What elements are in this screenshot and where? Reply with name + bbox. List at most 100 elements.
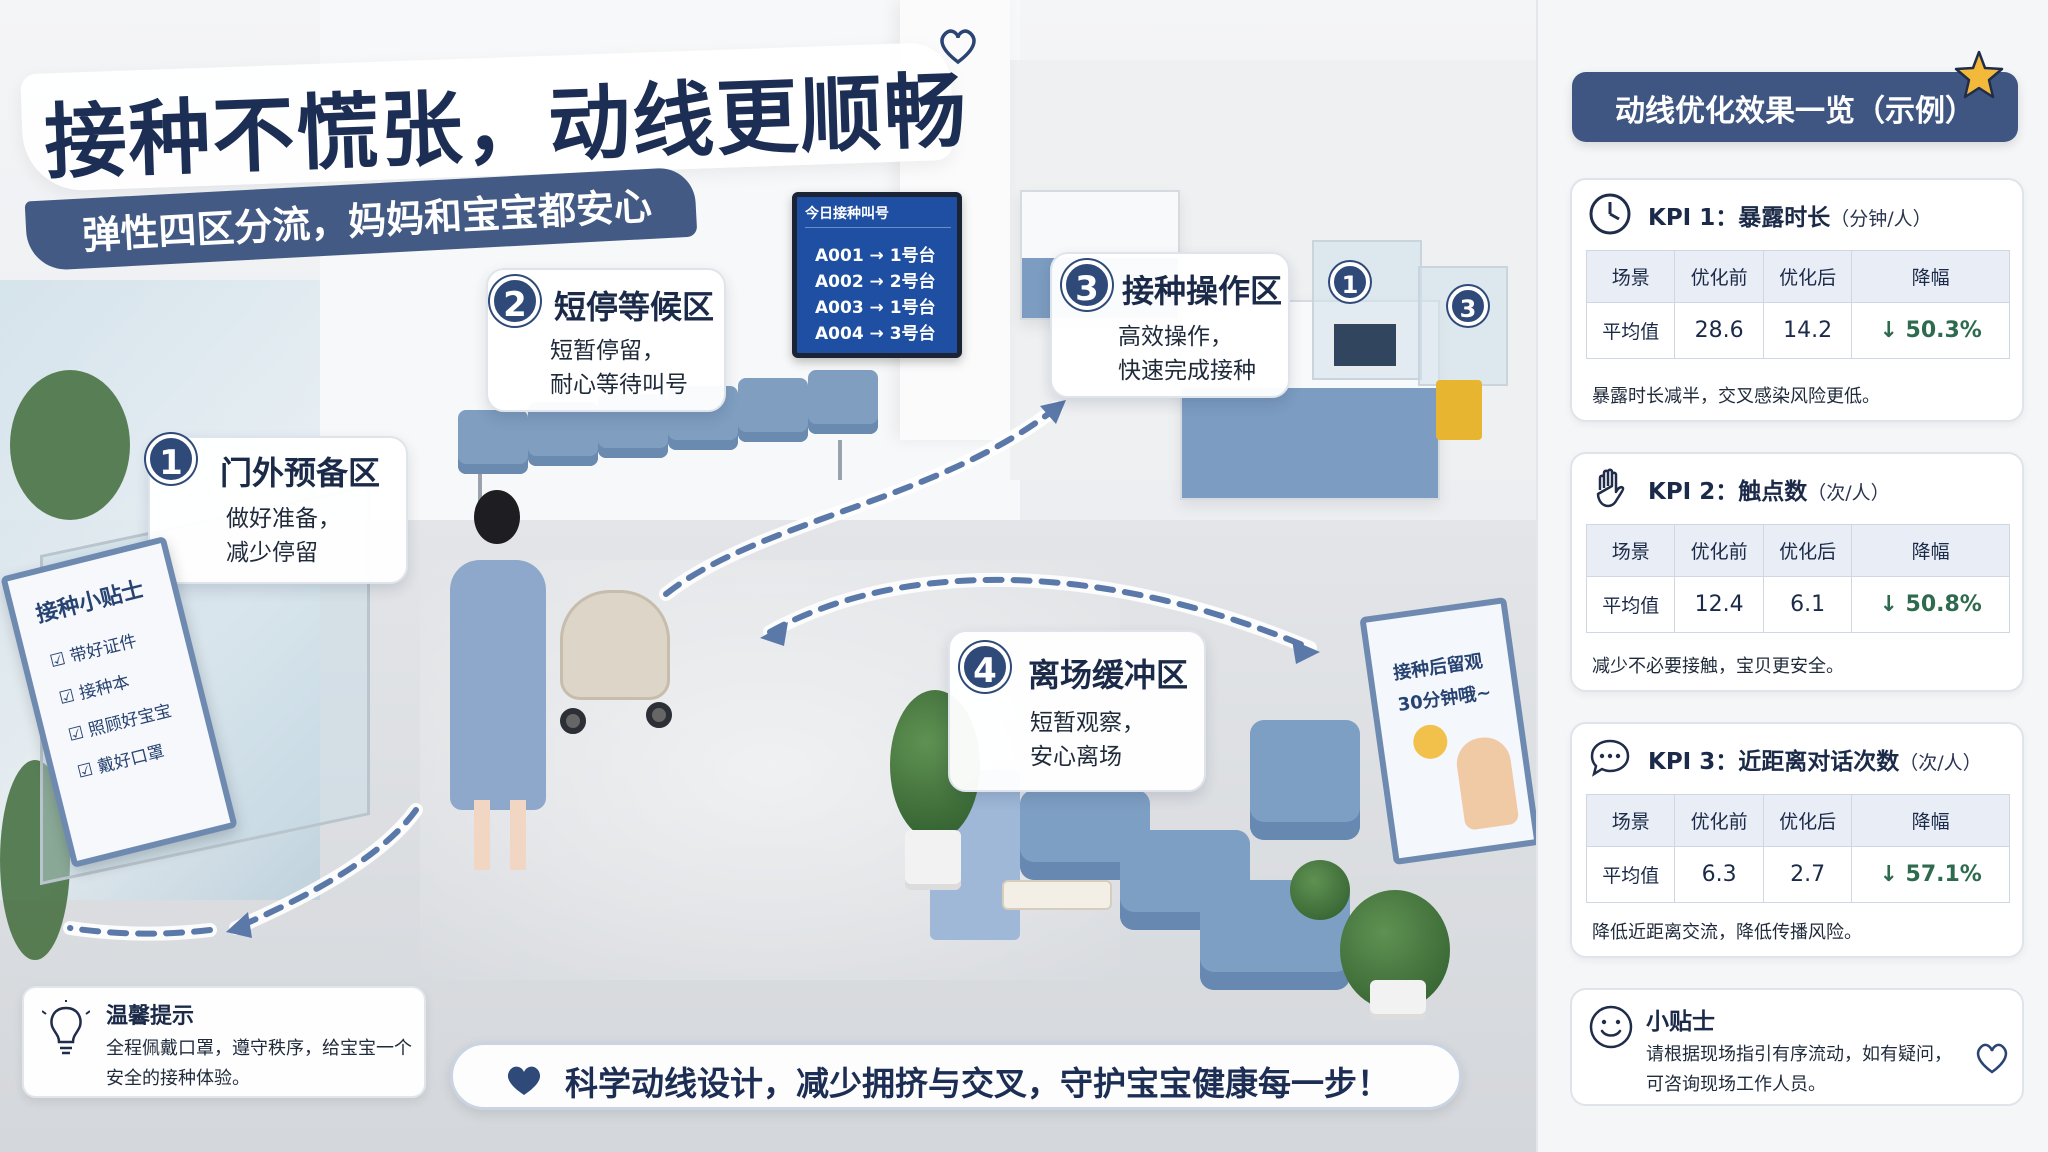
arrowhead xyxy=(760,622,788,646)
table-header: 降幅 xyxy=(1851,794,2010,847)
flow-arrows xyxy=(63,400,1320,941)
star-icon xyxy=(1954,50,2004,99)
arrowhead xyxy=(226,912,252,938)
zone-card-2: 2 短停等候区 短暂停留， 耐心等待叫号 xyxy=(486,268,726,412)
table-header: 降幅 xyxy=(1851,250,2010,303)
clock-icon xyxy=(1589,193,1631,235)
flow-arrow-outside xyxy=(67,925,213,937)
table-header: 优化前 xyxy=(1674,524,1764,577)
arrowhead xyxy=(1040,400,1066,424)
value-after: 2.7 xyxy=(1762,846,1853,903)
tips-item-text: 接种本 xyxy=(77,672,132,705)
tips-title: 接种小贴士 xyxy=(33,577,147,628)
kpi-title: KPI 1：暴露时长（分钟/人） xyxy=(1648,198,1932,232)
row-label: 平均值 xyxy=(1585,302,1676,359)
row-label: 平均值 xyxy=(1585,846,1676,903)
tips-item-text: 戴好口罩 xyxy=(95,741,167,778)
potted-plant xyxy=(1290,860,1350,920)
flow-arrow-waiting-to-operation xyxy=(663,405,1059,597)
kpi-note: 暴露时长减半，交叉感染风险更低。 xyxy=(1592,386,1880,407)
zone-name: 短停等候区 xyxy=(554,288,715,326)
table-header: 优化后 xyxy=(1762,250,1853,303)
bottom-banner: 科学动线设计，减少拥挤与交叉，守护宝宝健康每一步！ xyxy=(450,1042,1462,1110)
plant-pot xyxy=(905,830,961,890)
table-header: 场景 xyxy=(1585,250,1676,303)
medical-waste-bin xyxy=(1436,380,1482,440)
poster-line: 接种后留观 xyxy=(1392,650,1485,685)
zone-card-1: 1 门外预备区 做好准备， 减少停留 xyxy=(146,434,408,584)
plant-pot xyxy=(1370,980,1426,1020)
lightbulb-icon xyxy=(42,1000,90,1055)
sofa-backrest xyxy=(1250,720,1360,840)
table-row: 平均值 28.6 14.2 ↓ 50.3% xyxy=(1585,302,2010,359)
kpi-title: KPI 2：触点数（次/人） xyxy=(1648,472,1890,506)
zone-desc: 安心离场 xyxy=(1030,744,1122,770)
zone-desc: 快速完成接种 xyxy=(1118,358,1256,384)
tips-item-text: 照顾好宝宝 xyxy=(86,700,174,741)
zone-name: 接种操作区 xyxy=(1122,272,1283,310)
value-drop: ↓ 57.1% xyxy=(1851,846,2010,903)
tip-text: 请根据现场指引有序流动，如有疑问，可咨询现场工作人员。 xyxy=(1646,1044,1952,1095)
heart-icon xyxy=(507,1066,541,1095)
heart-icon xyxy=(1976,1043,2008,1074)
value-drop: ↓ 50.8% xyxy=(1851,576,2010,633)
zone-number: 1 xyxy=(146,434,196,484)
zone-desc: 短暂观察， xyxy=(1030,710,1145,736)
child-illustration xyxy=(1453,734,1520,831)
zone-desc: 减少停留 xyxy=(226,540,318,566)
computer-monitor xyxy=(1330,320,1400,370)
zone-desc: 高效操作， xyxy=(1118,324,1233,350)
banner-text: 科学动线设计，减少拥挤与交叉，守护宝宝健康每一步！ xyxy=(565,1064,1390,1103)
zone-number: 4 xyxy=(960,642,1010,692)
tips-item-text: 带好证件 xyxy=(68,631,139,668)
value-drop: ↓ 50.3% xyxy=(1851,302,2010,359)
zone-card-4: 4 离场缓冲区 短暂观察， 安心离场 xyxy=(948,630,1206,792)
table-header: 降幅 xyxy=(1851,524,2010,577)
zone-name: 门外预备区 xyxy=(220,454,381,492)
kpi-unit: （分钟/人） xyxy=(1830,208,1932,230)
value-before: 12.4 xyxy=(1674,576,1764,633)
zone-card-3: 3 接种操作区 高效操作， 快速完成接种 xyxy=(1050,252,1290,398)
tips-item: ☑ 戴好口罩 xyxy=(75,741,167,783)
value-before: 28.6 xyxy=(1674,302,1764,359)
table-header: 优化后 xyxy=(1762,794,1853,847)
baby-stroller xyxy=(560,590,680,740)
table-row: 平均值 12.4 6.1 ↓ 50.8% xyxy=(1585,576,2010,633)
tips-item: ☑ 接种本 xyxy=(57,672,132,709)
hand-icon xyxy=(1596,468,1625,508)
waiting-bench xyxy=(458,370,878,514)
zone-number: 2 xyxy=(490,276,540,326)
kpi-card-2: KPI 2：触点数（次/人） 场景 优化前 优化后 降幅 平均值 12.4 6.… xyxy=(1570,452,2024,692)
heart-icon xyxy=(940,29,976,65)
poster-line: 30分钟哦~ xyxy=(1396,681,1493,716)
kpi-table: 场景 优化前 优化后 降幅 平均值 12.4 6.1 ↓ 50.8% xyxy=(1585,524,2010,633)
kpi-panel: 动线优化效果一览（示例） KPI 1：暴露时长（分钟/人） 场景 优化前 优化后… xyxy=(1536,0,2048,1152)
table-header: 优化前 xyxy=(1674,794,1764,847)
sun-icon xyxy=(1411,722,1450,762)
panel-header: 动线优化效果一览（示例） xyxy=(1572,72,2018,142)
warm-tip-title: 温馨提示 xyxy=(106,1004,195,1029)
kpi-title: KPI 3：近距离对话次数（次/人） xyxy=(1648,742,1982,776)
flow-arrow-exit-buffer xyxy=(767,576,1313,651)
row-label: 平均值 xyxy=(1585,576,1676,633)
zone-desc: 短暂停留， xyxy=(550,338,665,364)
call-row: A003 → 1号台 xyxy=(815,298,936,318)
kpi-table: 场景 优化前 优化后 降幅 平均值 6.3 2.7 ↓ 57.1% xyxy=(1585,794,2010,903)
kpi-table: 场景 优化前 优化后 降幅 平均值 28.6 14.2 ↓ 50.3% xyxy=(1585,250,2010,359)
kpi-note: 减少不必要接触，宝贝更安全。 xyxy=(1592,656,1844,677)
call-row: A004 → 3号台 xyxy=(815,324,936,344)
call-board-title: 今日接种叫号 xyxy=(805,203,951,228)
kpi-card-1: KPI 1：暴露时长（分钟/人） 场景 优化前 优化后 降幅 平均值 28.6 … xyxy=(1570,178,2024,422)
tip-title: 小贴士 xyxy=(1646,1009,1715,1035)
zone-desc: 耐心等待叫号 xyxy=(550,372,688,398)
kpi-title-text: KPI 3：近距离对话次数 xyxy=(1648,749,1900,775)
smile-icon xyxy=(1589,1005,1633,1049)
warm-tip-text: 全程佩戴口罩，遵守秩序，给宝宝一个安全的接种体验。 xyxy=(106,1038,412,1089)
zone-number: 3 xyxy=(1062,260,1112,310)
value-after: 6.1 xyxy=(1762,576,1853,633)
call-row: A002 → 2号台 xyxy=(815,272,936,292)
call-row: A001 → 1号台 xyxy=(815,246,936,266)
panel-header-text: 动线优化效果一览（示例） xyxy=(1615,94,1975,129)
zone-desc: 做好准备， xyxy=(226,506,341,532)
value-after: 14.2 xyxy=(1762,302,1853,359)
